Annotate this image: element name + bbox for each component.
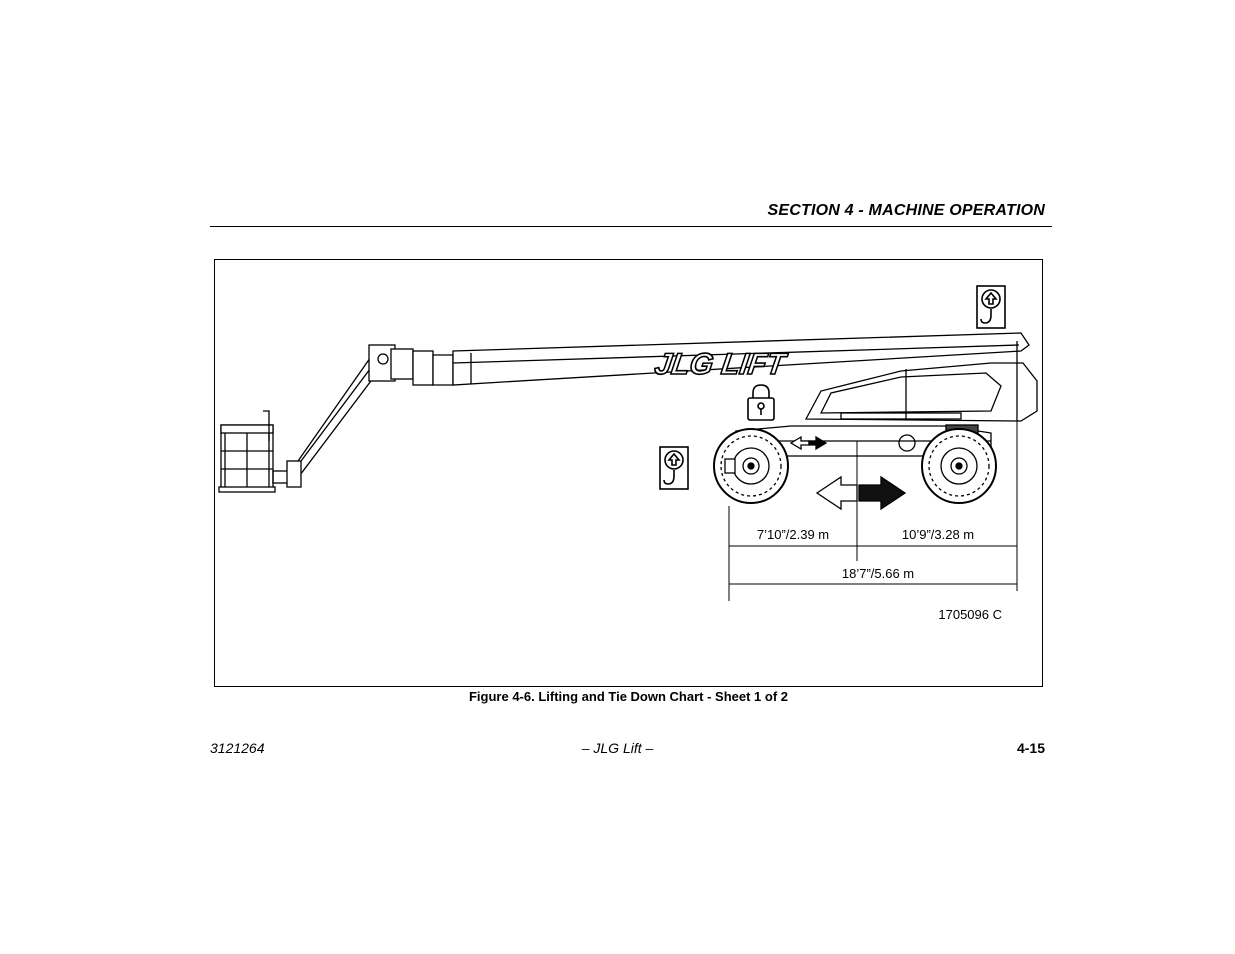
rear-dimension-label: 10’9”/3.28 m xyxy=(902,527,974,542)
platform-basket xyxy=(218,410,294,493)
lifting-point-icon xyxy=(659,446,689,490)
telescopic-boom xyxy=(390,332,1030,386)
machine-drawing: JLG LIFT xyxy=(218,285,1038,622)
section-title: SECTION 4 - MACHINE OPERATION xyxy=(767,202,1045,219)
boom-logo: JLG LIFT xyxy=(653,348,790,381)
figure-frame: JLG LIFT xyxy=(214,259,1043,687)
turntable xyxy=(804,341,1038,422)
figure-caption: Figure 4-6. Lifting and Tie Down Chart -… xyxy=(468,689,788,704)
tie-down-lock-icon xyxy=(747,384,775,421)
overall-dimension-label: 18’7”/5.66 m xyxy=(842,566,914,581)
footer-title: – JLG Lift – xyxy=(581,740,654,756)
doc-number: 3121264 xyxy=(210,740,265,756)
drive-direction-arrows xyxy=(815,475,907,511)
jib-arm xyxy=(286,344,396,488)
header-rule xyxy=(210,226,1052,227)
lifting-point-icon xyxy=(976,285,1006,329)
page-number: 4-15 xyxy=(1016,740,1045,756)
drawing-number: 1705096 C xyxy=(938,607,1002,622)
front-dimension-label: 7’10”/2.39 m xyxy=(757,527,829,542)
rear-wheel xyxy=(921,428,997,504)
front-wheel xyxy=(713,428,789,504)
dimension-lines xyxy=(728,421,1018,601)
